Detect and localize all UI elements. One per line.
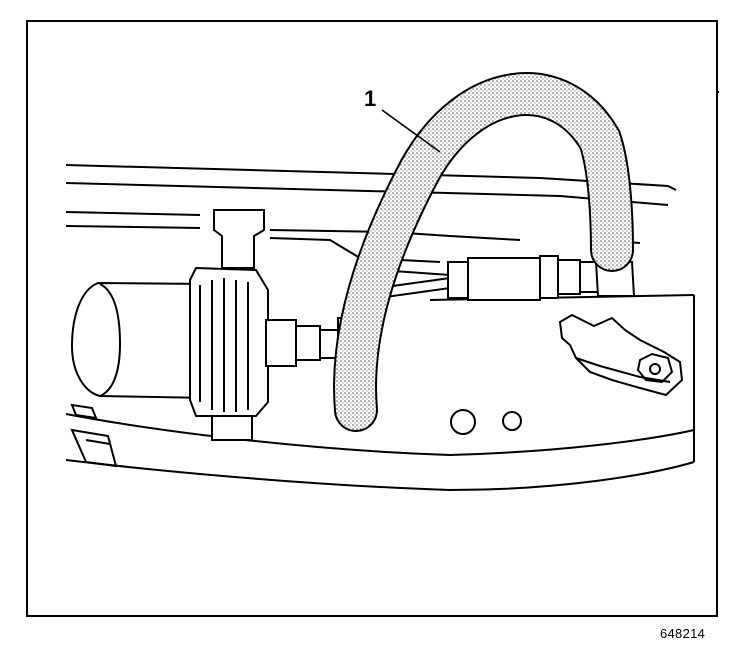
hose-1 <box>333 72 634 432</box>
figure-frame <box>26 20 718 617</box>
frame-member <box>65 459 695 492</box>
hose-clip <box>70 428 118 468</box>
frame-rail-line <box>269 229 521 241</box>
filter-canister <box>70 209 269 441</box>
frame-rail-line <box>269 237 441 263</box>
frame-member <box>65 413 695 457</box>
frame-hole <box>502 411 522 431</box>
callout-leader <box>381 109 441 153</box>
hose-clip <box>85 439 111 445</box>
frame-rail-line <box>65 225 201 229</box>
callout-number: 1 <box>364 86 376 111</box>
frame-rail-line <box>65 182 669 206</box>
frame-hole <box>450 409 476 435</box>
figure-id: 648214 <box>660 626 706 641</box>
bracket-edge <box>575 357 671 383</box>
frame-rail-line <box>65 211 201 216</box>
bolt-center <box>649 363 661 375</box>
bolt-head <box>636 352 674 384</box>
bracket <box>558 313 684 397</box>
speck-mark <box>716 90 720 94</box>
hose-clip <box>70 403 98 420</box>
